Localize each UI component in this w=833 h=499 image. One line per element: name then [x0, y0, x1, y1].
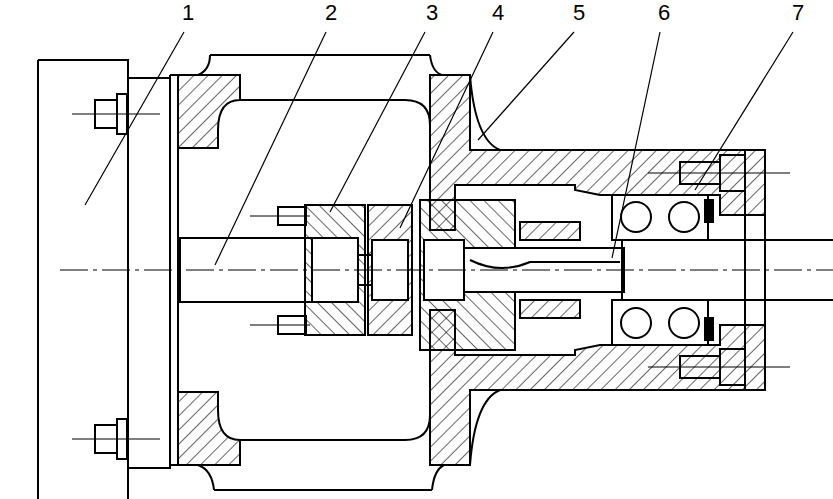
callout-number: 3	[426, 2, 438, 24]
callout-number: 2	[325, 2, 337, 24]
callout-number: 5	[573, 2, 585, 24]
callout-number: 4	[492, 2, 504, 24]
callout-number: 6	[658, 2, 670, 24]
callout-number: 1	[182, 2, 194, 24]
callout-number: 7	[792, 2, 804, 24]
